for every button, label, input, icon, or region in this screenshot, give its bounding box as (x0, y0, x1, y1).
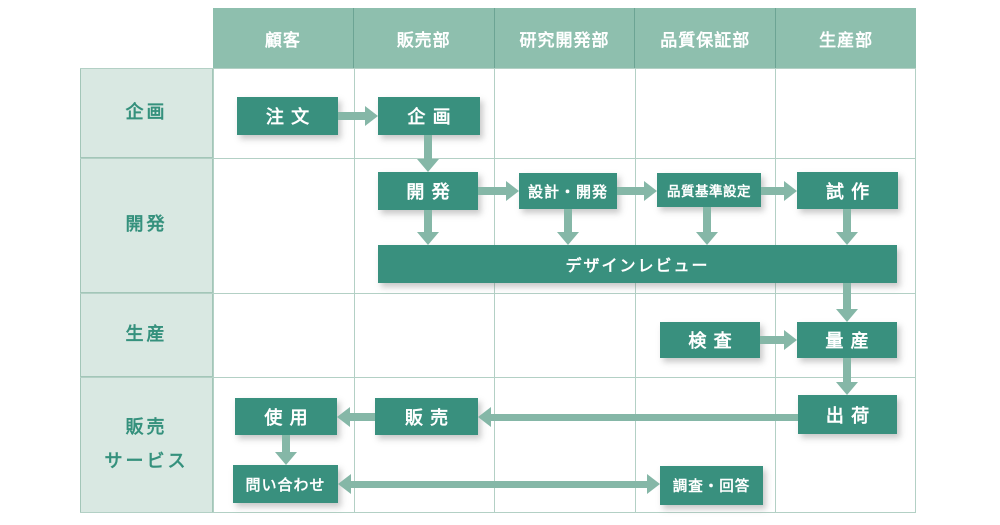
lane-label-text: サービス (104, 451, 189, 472)
arrow-mass-production-to-shipping (836, 358, 858, 395)
arrow-order-to-planning (338, 106, 378, 126)
lane-label-sales-service: 販売 サービス (80, 377, 213, 513)
grid-line (354, 68, 355, 513)
grid-line (915, 68, 916, 513)
lane-label-text: 販売 (125, 416, 168, 438)
lane-label-text: 開発 (125, 214, 168, 236)
box-inspection: 検査 (660, 322, 760, 358)
arrow-development-to-design-review (417, 210, 439, 245)
arrow-design-dev-to-quality-standard (617, 181, 657, 201)
grid-line (80, 512, 916, 513)
lane-label-production: 生産 (80, 293, 213, 377)
arrow-planning-to-development (417, 135, 439, 172)
box-quality-standard: 品質基準設定 (657, 173, 761, 207)
grid-line (635, 68, 636, 513)
arrow-quality-standard-to-prototype (761, 181, 797, 201)
arrow-development-to-design-dev (478, 181, 519, 201)
box-planning: 企画 (378, 97, 480, 135)
arrow-design-review-to-mass-production (836, 283, 858, 322)
column-header-customer: 顧客 (213, 8, 354, 68)
lane-label-text: 生産 (125, 323, 168, 345)
arrow-inquiry-survey-bidirectional (338, 474, 660, 494)
column-header-qa-dept: 品質保証部 (635, 8, 777, 68)
column-header-rnd-dept: 研究開発部 (495, 8, 636, 68)
box-inquiry: 問い合わせ (233, 465, 338, 503)
box-development: 開発 (378, 172, 478, 210)
arrow-use-to-inquiry (275, 435, 297, 465)
box-shipping: 出荷 (798, 395, 897, 434)
lane-label-text: 企画 (125, 101, 168, 123)
grid-line (775, 68, 776, 513)
box-mass-production: 量産 (797, 322, 897, 358)
grid-line (80, 68, 916, 69)
box-sales: 販売 (375, 398, 478, 435)
arrow-design-dev-to-design-review (557, 209, 579, 245)
lane-label-development: 開発 (80, 158, 213, 293)
grid-line (80, 377, 916, 378)
grid-line (494, 68, 495, 513)
box-order: 注文 (237, 97, 338, 135)
grid-line (80, 158, 916, 159)
arrow-inspection-to-mass-production (760, 330, 797, 350)
box-design-dev: 設計・開発 (519, 173, 617, 209)
arrow-shipping-to-sales (478, 407, 798, 427)
box-use: 使用 (235, 398, 337, 435)
lane-label-planning: 企画 (80, 68, 213, 158)
grid-line (80, 293, 916, 294)
arrow-prototype-to-design-review (836, 209, 858, 245)
box-prototype: 試作 (797, 172, 898, 209)
arrow-quality-standard-to-design-review (696, 207, 718, 245)
box-survey-response: 調査・回答 (660, 466, 763, 505)
arrow-sales-to-use (337, 407, 375, 427)
column-header-sales-dept: 販売部 (354, 8, 495, 68)
box-design-review: デザインレビュー (378, 245, 897, 283)
column-header-production-dept: 生産部 (819, 30, 874, 51)
grid-line (213, 68, 214, 513)
column-header-row: 顧客 販売部 研究開発部 品質保証部 生産部 (213, 8, 916, 68)
